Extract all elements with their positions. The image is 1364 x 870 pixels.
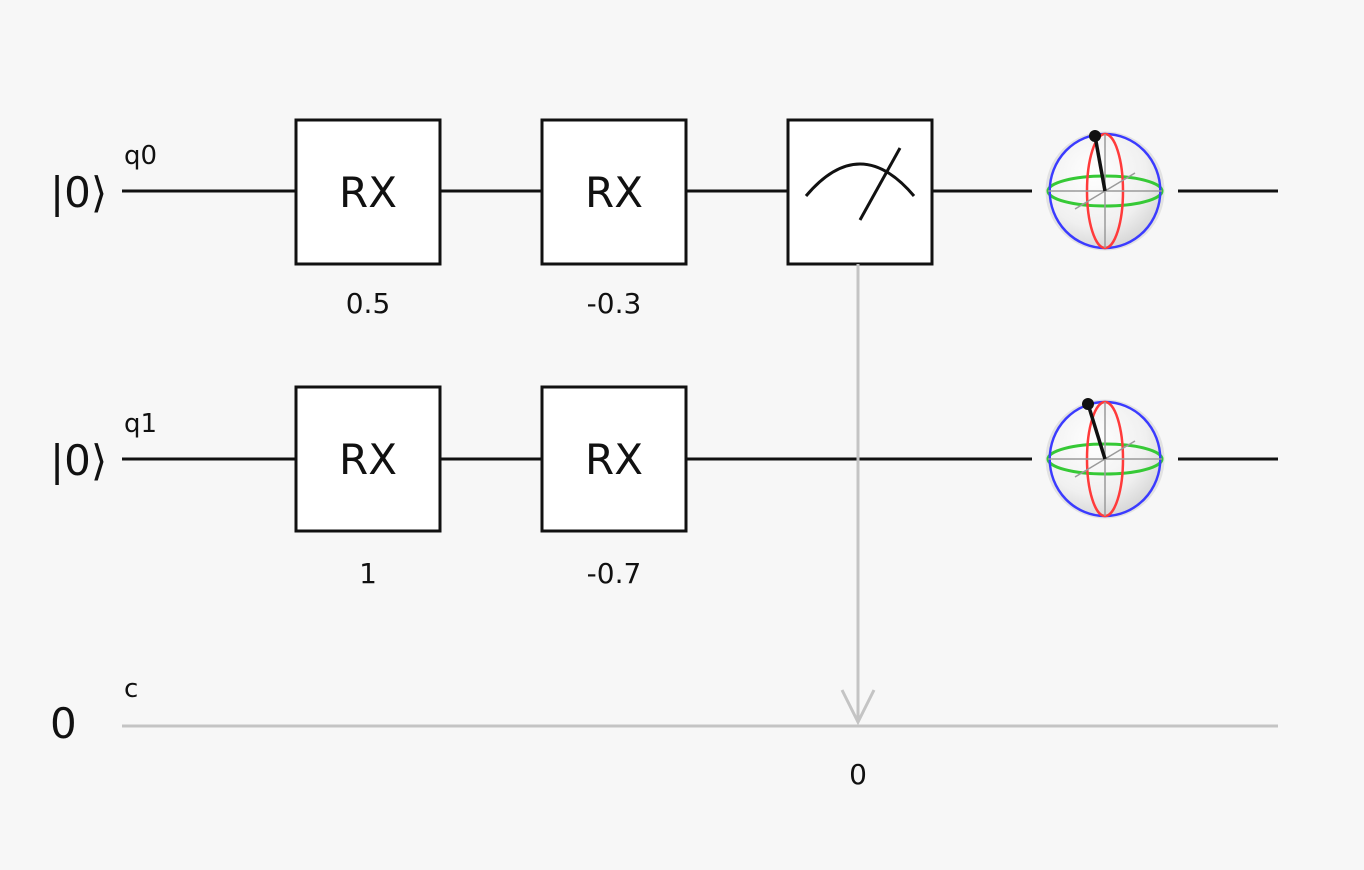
gate-parameter: -0.7: [587, 557, 642, 590]
rx-gate[interactable]: RX: [540, 118, 688, 266]
gate-parameter: -0.3: [587, 287, 642, 320]
gate-label: RX: [585, 435, 643, 484]
measurement-connector: [840, 264, 876, 726]
bloch-sphere-icon: [1045, 130, 1165, 251]
classical-bit-index: 0: [849, 758, 867, 791]
qubit-label: q0: [124, 141, 157, 171]
bloch-sphere-icon: [1045, 398, 1165, 519]
measurement-meter-icon: [804, 147, 916, 221]
qubit-row-q0: |0⟩ q0 RX 0.5 RX -0.3: [50, 118, 1278, 320]
classical-register-row: 0 c 0: [50, 674, 1278, 791]
gate-label: RX: [339, 168, 397, 217]
qubit-label: q1: [124, 409, 157, 439]
rx-gate[interactable]: RX: [540, 385, 688, 533]
gate-parameter: 1: [359, 557, 377, 590]
initial-state-ket: |0⟩: [50, 168, 107, 217]
classical-value: 0: [50, 699, 77, 748]
initial-state-ket: |0⟩: [50, 436, 107, 485]
gate-label: RX: [339, 435, 397, 484]
qubit-row-q1: |0⟩ q1 RX 1 RX -0.7: [50, 385, 1278, 590]
gate-parameter: 0.5: [346, 287, 391, 320]
rx-gate[interactable]: RX: [294, 385, 442, 533]
classical-register-label: c: [124, 674, 138, 704]
measurement-gate[interactable]: [786, 118, 934, 266]
rx-gate[interactable]: RX: [294, 118, 442, 266]
gate-label: RX: [585, 168, 643, 217]
